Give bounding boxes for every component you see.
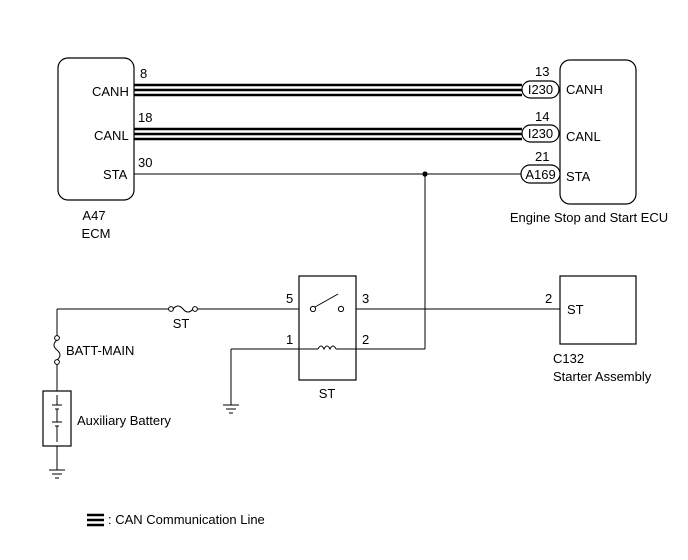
starter-code: C132 [553,351,584,366]
ecm-sta-label: STA [103,167,128,182]
batt-main-fuse [53,335,61,365]
relay-coil [299,345,356,351]
starter-name: Starter Assembly [553,369,652,384]
batt-main-label: BATT-MAIN [66,343,134,358]
st-relay-label: ST [319,386,336,401]
auxiliary-battery-label: Auxiliary Battery [77,413,171,428]
ecm-canh-label: CANH [92,84,129,99]
connector-a169-sta-label: A169 [525,167,555,182]
ecu-canl-pin: 14 [535,109,549,124]
ecm-code: A47 [82,208,105,223]
connector-i230-canl-label: I230 [528,126,553,141]
ecu-canh-pin: 13 [535,64,549,79]
can-h-line [134,83,522,97]
ecm-canl-label: CANL [94,128,129,143]
can-line-legend-icon [87,513,104,527]
ecm-sta-pin: 30 [138,155,152,170]
relay-pin-1: 1 [286,332,293,347]
starter-assembly-box [559,275,637,345]
ecu-canl-label: CANL [566,129,601,144]
battery-ground-icon [49,469,65,479]
starter-pin-num: 2 [545,291,552,306]
ecu-sta-label: STA [566,169,591,184]
ecu-name: Engine Stop and Start ECU [510,210,668,225]
starter-pin-label: ST [567,302,584,317]
st-fuse [168,305,198,313]
ecm-canl-pin: 18 [138,110,152,125]
relay-switch-contact [309,293,345,313]
ecu-sta-pin: 21 [535,149,549,164]
can-l-line [134,127,522,141]
ecm-canh-pin: 8 [140,66,147,81]
ecu-canh-label: CANH [566,82,603,97]
st-relay-box [298,275,357,381]
stop-start-ecu-box [559,59,637,205]
connector-i230-canh-label: I230 [528,82,553,97]
ecm-name: ECM [82,226,111,241]
relay-pin-2: 2 [362,332,369,347]
relay-pin-3: 3 [362,291,369,306]
legend-label: : CAN Communication Line [108,512,265,527]
relay-pin-5: 5 [286,291,293,306]
coil-ground-icon [223,404,239,414]
battery-cell-icon [52,395,62,442]
st-fuse-label: ST [173,316,190,331]
